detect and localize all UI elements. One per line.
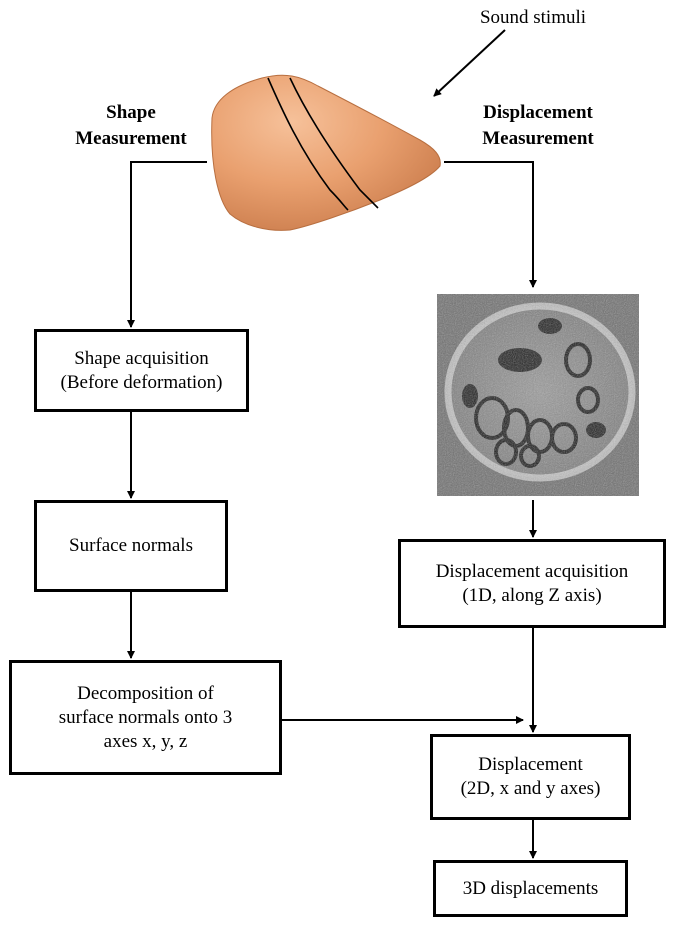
decomposition-line-3: axes x, y, z [103, 730, 188, 752]
decomposition-line-1: Decomposition of [77, 682, 214, 704]
sound-stimuli-label: Sound stimuli [479, 7, 587, 28]
tissue-shape-image [211, 74, 441, 231]
connectors [127, 29, 537, 859]
shape-measurement-line-2: Measurement [75, 128, 187, 149]
displacement-measurement-label: Displacement Measurement [458, 100, 618, 152]
arrow-shape-to-acquisition [127, 161, 207, 328]
displacement-acquisition-line-2: (1D, along Z axis) [462, 584, 602, 606]
shape-measurement-label: Shape Measurement [56, 100, 206, 152]
displacements-3d-text: 3D displacements [462, 877, 599, 899]
surface-normals-box: Surface normals [34, 500, 228, 592]
displacement-2d-box: Displacement (2D, x and y axes) [430, 734, 631, 820]
shape-measurement-line-1: Shape [106, 102, 156, 123]
arrow-displacement-to-image [444, 161, 537, 288]
arrow-stimulus [433, 29, 506, 97]
displacement-measurement-line-2: Measurement [482, 128, 594, 149]
displacement-measurement-line-1: Displacement [483, 102, 593, 123]
shape-acquisition-line-2: (Before deformation) [60, 371, 223, 393]
displacement-2d-line-1: Displacement [478, 754, 583, 775]
surface-normals-text: Surface normals [69, 535, 193, 556]
shape-acquisition-box: Shape acquisition (Before deformation) [34, 329, 249, 412]
decomposition-box: Decomposition of surface normals onto 3 … [9, 660, 282, 775]
displacement-acquisition-box: Displacement acquisition (1D, along Z ax… [398, 539, 666, 628]
decomposition-line-2: surface normals onto 3 [58, 706, 233, 728]
displacement-acquisition-line-1: Displacement acquisition [435, 560, 629, 582]
shape-acquisition-line-1: Shape acquisition [74, 347, 209, 369]
displacement-speckle-image [437, 294, 639, 496]
displacements-3d-box: 3D displacements [433, 860, 628, 917]
displacement-2d-line-2: (2D, x and y axes) [460, 778, 601, 799]
